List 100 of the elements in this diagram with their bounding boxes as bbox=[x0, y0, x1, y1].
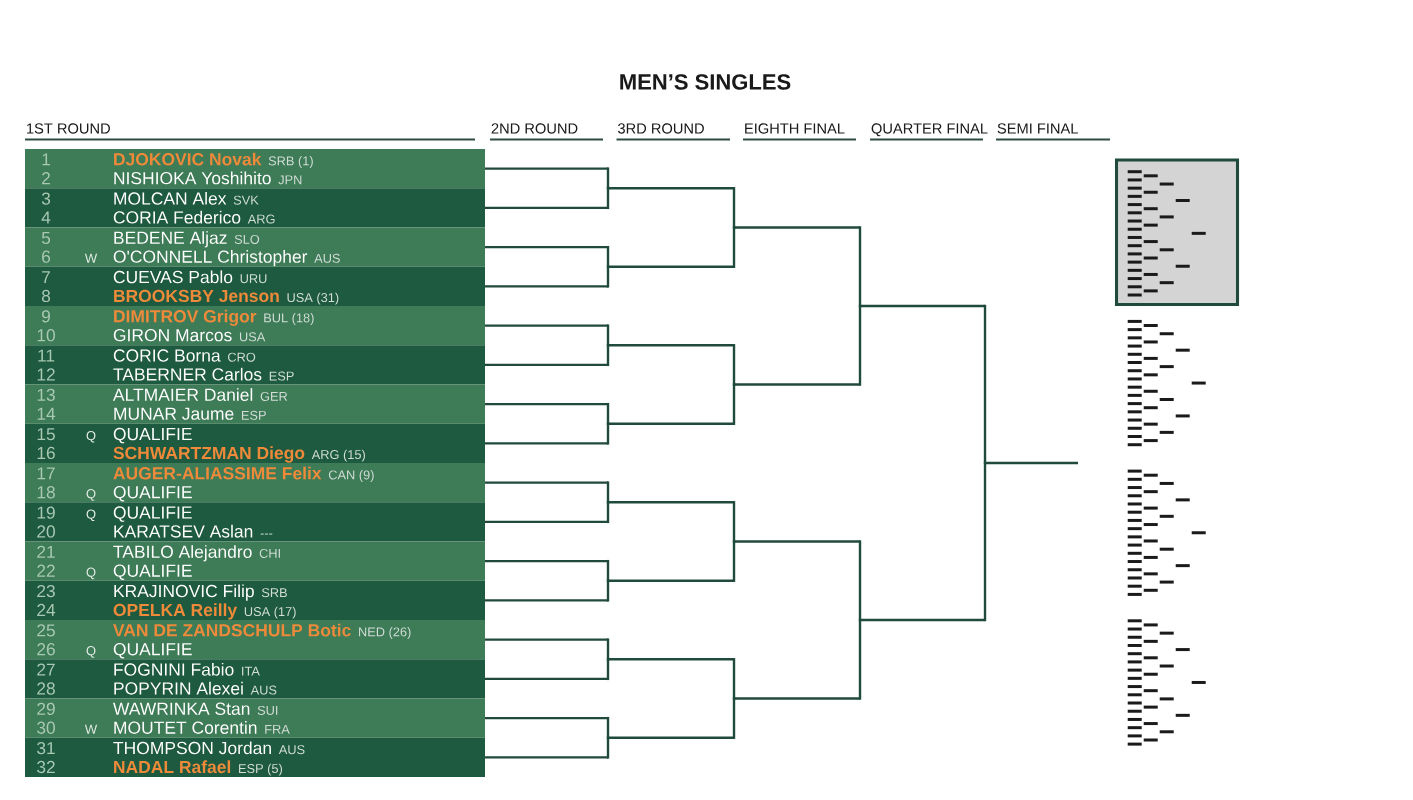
column-heading: SEMI FINAL bbox=[997, 123, 1078, 134]
bracket-connector bbox=[606, 638, 610, 661]
bracket-connector bbox=[983, 304, 987, 465]
bracket-line bbox=[485, 402, 608, 406]
row-band bbox=[25, 188, 485, 228]
player-name: CORIC Borna bbox=[113, 349, 221, 362]
row-number: 31 bbox=[37, 741, 55, 755]
column-heading: 3RD ROUND bbox=[618, 123, 704, 134]
bracket-connector bbox=[606, 716, 610, 739]
bracket-line bbox=[485, 756, 608, 759]
country-code: --- bbox=[260, 533, 273, 535]
player-name: O'CONNELL Christopher bbox=[113, 250, 308, 267]
bracket-line bbox=[734, 383, 860, 386]
country-code: SRB bbox=[261, 588, 287, 598]
player-name: MOUTET Corentin bbox=[114, 721, 257, 734]
row-number: 7 bbox=[42, 271, 50, 284]
entry-letter: Q bbox=[86, 489, 96, 501]
bracket-line bbox=[734, 697, 860, 700]
player-name: MUNAR Jaume bbox=[114, 407, 234, 420]
country-code: CAN (9) bbox=[328, 470, 374, 482]
entry-letter: Q bbox=[86, 646, 96, 658]
country-code: ESP bbox=[241, 410, 266, 420]
row-number: 28 bbox=[37, 682, 55, 695]
country-code: ITA bbox=[242, 666, 260, 676]
row-number: 9 bbox=[42, 310, 50, 323]
bracket-line bbox=[608, 344, 734, 347]
entry-letter: W bbox=[84, 724, 98, 734]
row-number: 21 bbox=[37, 545, 55, 558]
bracket-line bbox=[485, 363, 608, 367]
row-number: 22 bbox=[37, 564, 55, 577]
row-band bbox=[25, 345, 485, 385]
player-name: TABILO Alejandro bbox=[113, 545, 252, 562]
title: MEN’S SINGLES bbox=[620, 74, 791, 90]
player-name: QUALIFIE bbox=[113, 506, 192, 522]
row-number: 13 bbox=[37, 388, 55, 401]
row-number: 12 bbox=[37, 368, 55, 381]
bracket-line bbox=[608, 658, 734, 661]
row-number: 6 bbox=[42, 250, 51, 263]
bracket-line bbox=[608, 736, 734, 739]
row-number: 8 bbox=[41, 289, 51, 303]
column-heading: EIGHTH FINAL bbox=[745, 123, 845, 134]
player-name: VAN DE ZANDSCHULP Botic bbox=[113, 623, 351, 637]
player-name: GIRON Marcos bbox=[113, 329, 232, 342]
row-band bbox=[25, 149, 485, 189]
row-number: 32 bbox=[37, 760, 55, 774]
row-number: 10 bbox=[37, 329, 55, 342]
bracket-line bbox=[485, 716, 608, 720]
country-code: USA (17) bbox=[244, 606, 296, 619]
bracket-line bbox=[734, 226, 860, 229]
player-name: DIMITROV Grigor bbox=[114, 309, 257, 326]
row-band bbox=[25, 620, 485, 660]
country-code: SRB (1) bbox=[268, 156, 313, 168]
row-number: 26 bbox=[37, 643, 55, 656]
bracket-line bbox=[485, 206, 608, 210]
bracket-connector bbox=[606, 187, 610, 210]
row-band bbox=[25, 306, 485, 346]
row-band bbox=[25, 423, 485, 463]
row-band bbox=[25, 502, 485, 542]
player-name: SCHWARTZMAN Diego bbox=[113, 446, 305, 463]
bracket-connector bbox=[732, 658, 736, 700]
entry-letter: Q bbox=[86, 430, 96, 443]
bracket-connector bbox=[606, 344, 610, 367]
bracket-connector bbox=[606, 658, 610, 681]
bracket-connector bbox=[606, 736, 610, 759]
row-number: 19 bbox=[37, 506, 55, 519]
country-code: GER bbox=[260, 391, 288, 401]
bracket-connector bbox=[606, 245, 610, 268]
bracket-line bbox=[485, 559, 608, 563]
bracket-line bbox=[608, 265, 734, 268]
player-name: QUALIFIE bbox=[113, 564, 192, 580]
bracket-line bbox=[608, 501, 734, 504]
bracket-line bbox=[860, 304, 985, 308]
row-band bbox=[25, 737, 485, 777]
row-number: 29 bbox=[37, 702, 55, 715]
player-name: POPYRIN Alexei bbox=[114, 681, 243, 695]
bracket-connector bbox=[732, 344, 736, 386]
row-band bbox=[25, 580, 485, 620]
row-number: 23 bbox=[37, 584, 55, 598]
player-name: KARATSEV Aslan bbox=[114, 524, 253, 538]
bracket-connector bbox=[606, 501, 610, 524]
bracket-line bbox=[485, 677, 608, 681]
country-code: SVK bbox=[233, 195, 259, 205]
bracket-connector bbox=[732, 540, 736, 582]
country-code: JPN bbox=[278, 175, 302, 185]
country-code: AUS bbox=[250, 685, 277, 695]
player-name: MOLCAN Alex bbox=[114, 191, 227, 205]
row-number: 24 bbox=[37, 603, 56, 616]
bracket-line bbox=[608, 422, 734, 425]
player-name: QUALIFIE bbox=[113, 427, 192, 444]
bracket-line bbox=[485, 442, 608, 445]
player-name: KRAJINOVIC Filip bbox=[114, 584, 254, 601]
country-code: SLO bbox=[234, 234, 260, 244]
bracket-connector bbox=[606, 579, 610, 602]
country-code: CRO bbox=[228, 352, 256, 362]
country-code: AUS bbox=[314, 253, 340, 263]
bracket-connector bbox=[858, 618, 862, 700]
column-heading: 1ST ROUND bbox=[27, 123, 110, 134]
entry-letter: Q bbox=[86, 509, 96, 522]
row-number: 14 bbox=[37, 407, 56, 420]
row-number: 16 bbox=[37, 446, 55, 460]
